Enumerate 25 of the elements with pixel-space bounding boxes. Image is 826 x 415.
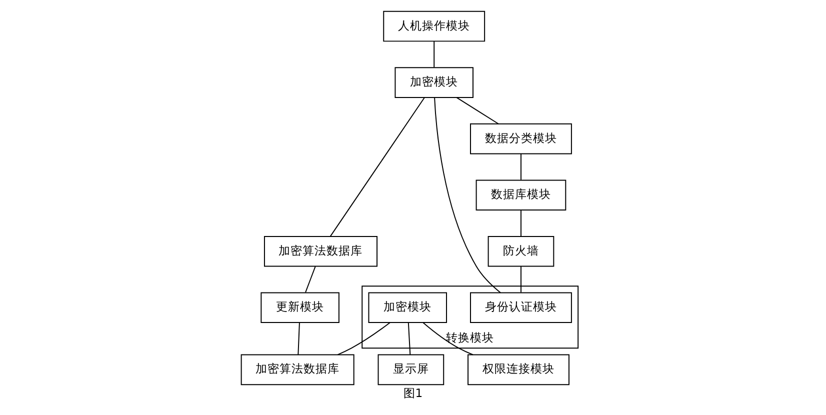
connector <box>434 97 502 294</box>
node-box: 显示屏 <box>378 354 444 386</box>
node-box: 更新模块 <box>260 292 340 323</box>
connector <box>330 97 425 237</box>
node-box: 加密模块 <box>394 67 474 98</box>
node-box: 加密模块 <box>368 292 447 323</box>
connector <box>408 322 411 356</box>
connector <box>298 322 300 356</box>
connector <box>520 210 522 237</box>
node-box: 加密算法数据库 <box>264 236 378 267</box>
node-box: 数据库模块 <box>476 180 566 210</box>
node-box: 身份认证模块 <box>470 292 572 323</box>
connector <box>520 154 522 180</box>
node-box: 加密算法数据库 <box>240 354 354 386</box>
node-box: 人机操作模块 <box>383 10 486 42</box>
connector <box>520 266 522 293</box>
caption: 图1 <box>403 386 423 400</box>
node-box: 防火墙 <box>488 236 554 267</box>
connector <box>434 40 435 68</box>
node-box: 数据分类模块 <box>470 123 572 154</box>
connector <box>456 97 499 124</box>
connector <box>422 322 474 356</box>
connector <box>337 322 391 356</box>
node-box: 权限连接模块 <box>468 354 570 386</box>
connector <box>305 266 316 293</box>
